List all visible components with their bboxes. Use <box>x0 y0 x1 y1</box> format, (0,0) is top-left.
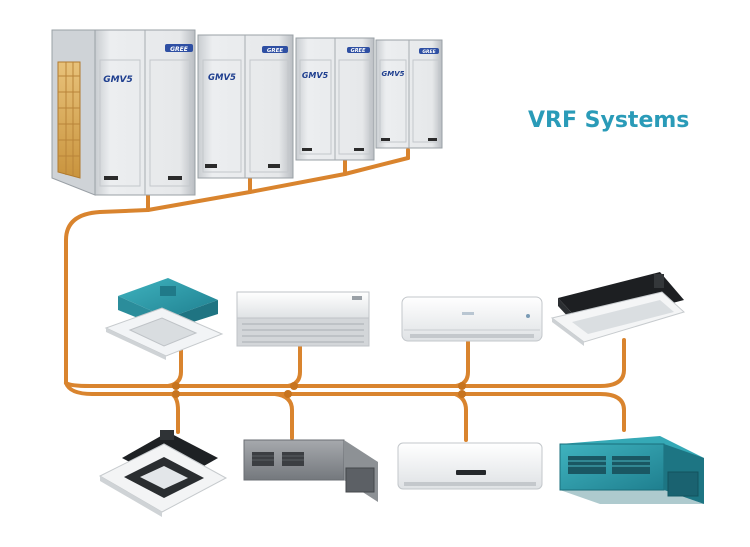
wall-mounted-split <box>401 296 543 342</box>
wall-mounted-split-display <box>397 442 543 490</box>
indoor-units-bottom-row <box>98 430 704 517</box>
brand-badge-3: GREE <box>351 48 366 54</box>
outdoor-units: GREE GMV5 GREE GMV5 GREE GMV5 <box>51 29 443 196</box>
brand-badge-1: GREE <box>170 46 189 53</box>
indoor-units-top-row <box>104 272 685 360</box>
outdoor-unit-3: GREE GMV5 <box>295 37 375 161</box>
outdoor-unit-4: GREE GMV5 <box>375 39 443 149</box>
pipe-joints <box>172 382 466 398</box>
diagram-title: VRF Systems <box>528 108 690 133</box>
brand-badge-4: GREE <box>422 49 436 55</box>
ducted-unit-gray <box>243 439 378 502</box>
ceiling-cassette-teal <box>104 278 224 360</box>
model-label-3: GMV5 <box>302 71 329 80</box>
outdoor-unit-1: GREE GMV5 <box>51 29 196 196</box>
brand-badge-2: GREE <box>267 48 284 54</box>
model-label-4: GMV5 <box>382 70 405 78</box>
floor-ceiling-unit <box>236 291 370 347</box>
model-label-2: GMV5 <box>208 73 236 83</box>
one-way-cassette <box>550 272 685 346</box>
outdoor-unit-2: GREE GMV5 <box>197 34 294 179</box>
four-way-cassette <box>98 430 228 517</box>
model-label-1: GMV5 <box>103 75 133 85</box>
ducted-unit-teal <box>559 436 704 504</box>
